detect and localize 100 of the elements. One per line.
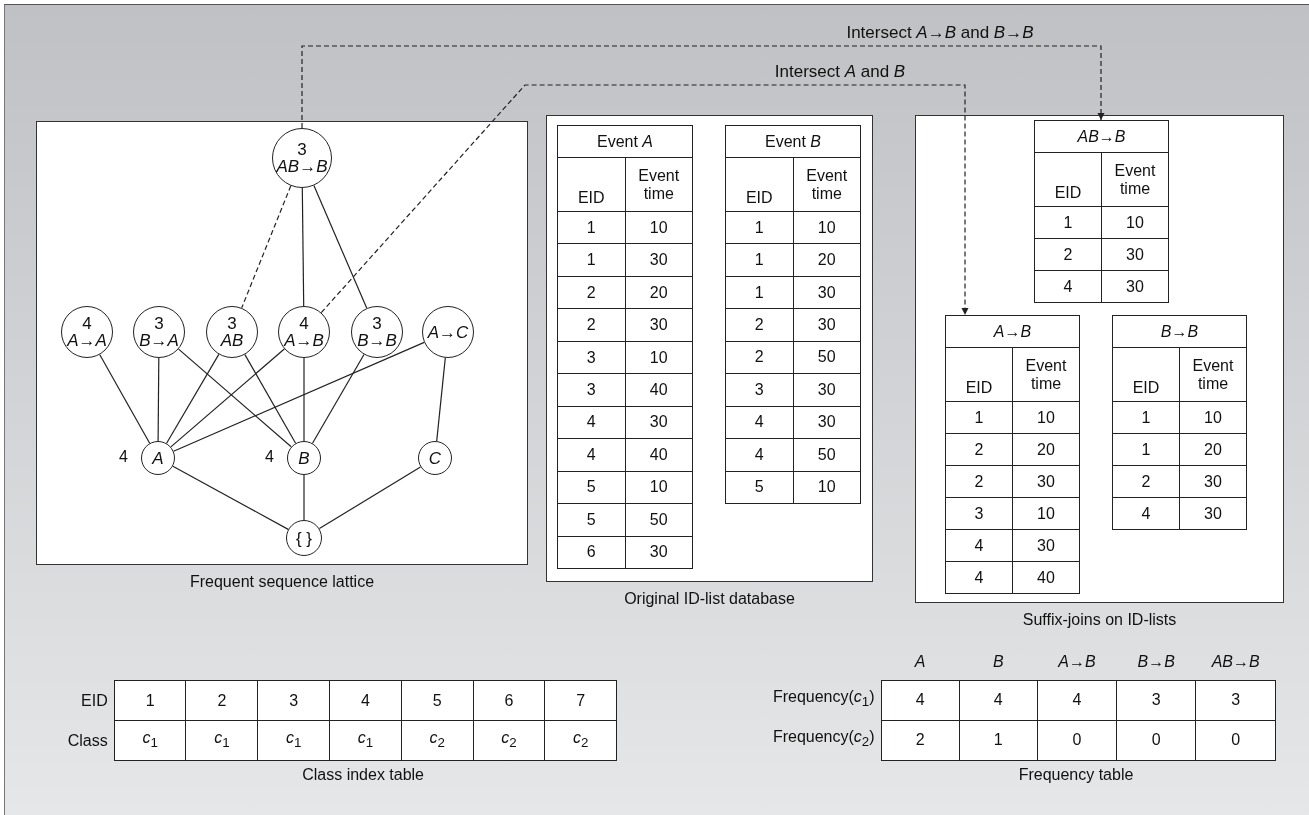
connector-line: [99, 354, 151, 444]
table-cell: 3: [557, 373, 625, 407]
connector-line: [303, 357, 305, 442]
connector-line: [303, 474, 305, 521]
table-cell: 7: [544, 680, 617, 721]
support-count: 3: [297, 141, 307, 158]
connector-line: [301, 187, 305, 307]
table-caption: Class index table: [301, 766, 425, 784]
table-cell: 2: [186, 680, 258, 721]
row-header: EID: [29, 680, 115, 721]
table-caption: Frequency table: [1017, 766, 1135, 784]
connector-line: [436, 357, 446, 442]
connector-line: [173, 341, 425, 452]
table-cell: c$_{2}$: [473, 720, 545, 761]
support-count: 4: [265, 448, 274, 466]
table-cell: 4: [1037, 680, 1117, 720]
table-cell: 30: [1012, 465, 1080, 498]
table-cell: 1: [725, 276, 793, 309]
edge-label: Intersect A and B: [774, 62, 906, 82]
table-cell: 4: [1034, 270, 1102, 303]
connector-line: [172, 465, 289, 530]
column-header: Event time: [1101, 152, 1169, 207]
table-cell: 2: [881, 720, 960, 760]
connector-line: [311, 353, 365, 444]
column-header: B→B: [1112, 315, 1247, 348]
column-header: A→B: [1037, 645, 1117, 680]
table-cell: c$_{2}$: [544, 720, 617, 761]
sequence-label: C: [428, 449, 442, 467]
table-cell: 1: [114, 680, 186, 721]
table-cell: 10: [1179, 401, 1247, 434]
row-header: Frequency(c$_{2}$): [740, 720, 882, 760]
support-count: 4: [82, 315, 92, 332]
table-cell: 2: [557, 276, 625, 309]
table-cell: 40: [625, 373, 693, 407]
table-cell: 20: [793, 243, 861, 277]
column-header: AB→B: [1195, 645, 1276, 680]
table-cell: 4: [725, 406, 793, 439]
table-cell: 50: [793, 438, 861, 471]
connector-line: [244, 354, 297, 444]
table-cell: 30: [793, 308, 861, 342]
column-header: EID: [1034, 152, 1102, 207]
table-cell: 1: [1034, 206, 1102, 239]
table-cell: 40: [1012, 561, 1080, 594]
column-header: B: [959, 645, 1038, 680]
table-cell: 10: [625, 341, 693, 374]
table-cell: 20: [1012, 433, 1080, 466]
table-cell: 0: [1037, 720, 1117, 760]
column-header: EID: [1112, 347, 1180, 402]
table-cell: 30: [625, 243, 693, 277]
table-cell: 1: [557, 243, 625, 277]
support-count: 4: [299, 315, 309, 332]
table-cell: 2: [725, 308, 793, 342]
sequence-label: B→A: [139, 332, 179, 349]
table-cell: c$_{1}$: [257, 720, 330, 761]
table-cell: 2: [945, 465, 1013, 498]
arrow: [301, 45, 1105, 129]
column-header: EID: [557, 157, 625, 212]
table-cell: 50: [625, 503, 693, 537]
table-cell: 30: [793, 406, 861, 439]
column-header: EID: [725, 157, 793, 212]
column-header: A: [881, 645, 960, 680]
connector-line: [241, 185, 292, 309]
table-cell: 50: [793, 341, 861, 374]
row-header: Class: [29, 720, 115, 761]
table-cell: c$_{2}$: [401, 720, 474, 761]
event-id-list-table: [945, 315, 1080, 594]
table-cell: 3: [1116, 680, 1196, 720]
sequence-label: A→C: [427, 323, 469, 341]
table-cell: 4: [329, 680, 402, 721]
column-header: Event time: [625, 157, 693, 212]
table-cell: 4: [557, 438, 625, 472]
column-header: Event time: [1179, 347, 1247, 402]
panel-caption: Frequent sequence lattice: [188, 573, 376, 591]
event-id-list-table: [1034, 120, 1169, 303]
table-cell: 30: [1179, 465, 1247, 498]
table-cell: 1: [557, 211, 625, 244]
table-cell: c$_{1}$: [186, 720, 258, 761]
table-cell: 2: [1034, 238, 1102, 271]
table-cell: 10: [1101, 206, 1169, 239]
table-cell: 1: [1112, 433, 1180, 466]
table-cell: 5: [557, 471, 625, 504]
table-cell: 4: [557, 406, 625, 439]
table-cell: c$_{1}$: [114, 720, 186, 761]
table-cell: 30: [1012, 529, 1080, 562]
table-cell: 1: [725, 211, 793, 244]
event-id-list-table: [557, 125, 693, 569]
support-count: 4: [119, 448, 128, 466]
table-cell: 10: [1012, 401, 1080, 434]
table-cell: 20: [1179, 433, 1247, 466]
edge-label: Intersect A→B and B→B: [846, 23, 1034, 43]
sequence-label: A: [152, 449, 164, 467]
table-cell: 3: [557, 341, 625, 374]
connector-line: [313, 184, 368, 309]
table-cell: 3: [1195, 680, 1276, 720]
table-cell: 1: [945, 401, 1013, 434]
table-cell: 1: [725, 243, 793, 277]
table-cell: 4: [945, 529, 1013, 562]
table-cell: c$_{1}$: [329, 720, 402, 761]
table-cell: 30: [625, 406, 693, 439]
connector-line: [157, 357, 160, 442]
